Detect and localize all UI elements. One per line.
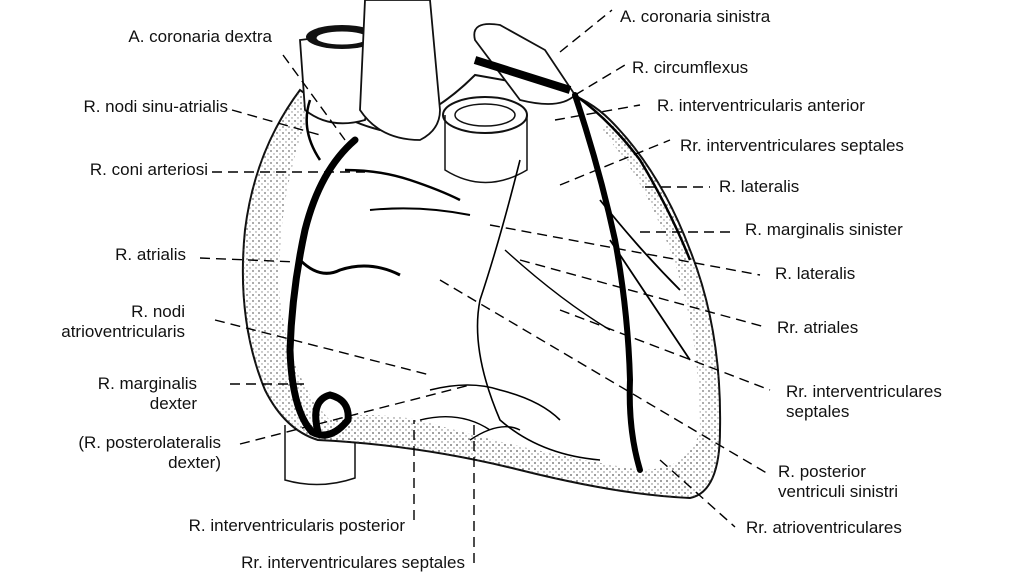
label-text: R. posterior [778,462,898,482]
label-text: (R. posterolateralis [78,433,221,453]
label-text: septales [786,402,942,422]
label-text: dexter [98,394,197,414]
label-rr-atrioventriculares: Rr. atrioventriculares [746,518,902,538]
label-text: A. coronaria dextra [128,27,272,47]
label-text: Rr. atriales [777,318,858,338]
label-a-coronaria-dextra: A. coronaria dextra [128,27,272,47]
label-r-atrialis: R. atrialis [115,245,186,265]
label-text: R. interventricularis posterior [189,516,405,536]
label-text: dexter) [78,453,221,473]
label-r-lateralis-2: R. lateralis [775,264,855,284]
label-text: R. lateralis [719,177,799,197]
label-text: Rr. atrioventriculares [746,518,902,538]
label-r-coni-arteriosi: R. coni arteriosi [90,160,208,180]
label-text: R. marginalis [98,374,197,394]
label-text: R. marginalis sinister [745,220,903,240]
label-text: R. coni arteriosi [90,160,208,180]
label-a-coronaria-sinistra: A. coronaria sinistra [620,7,770,27]
label-text: R. atrialis [115,245,186,265]
label-r-nodi-sinu-atrialis: R. nodi sinu-atrialis [83,97,228,117]
label-r-marginalis-dexter: R. marginalis dexter [98,374,197,414]
label-text: Rr. interventriculares [786,382,942,402]
label-text: R. lateralis [775,264,855,284]
label-text: A. coronaria sinistra [620,7,770,27]
label-text: atrioventricularis [61,322,185,342]
label-rr-atriales: Rr. atriales [777,318,858,338]
label-rr-interventriculares-septales-top: Rr. interventriculares septales [680,136,904,156]
label-r-posterior-ventriculi-sinistri: R. posterior ventriculi sinistri [778,462,898,502]
label-r-nodi-atrioventricularis: R. nodi atrioventricularis [61,302,185,342]
label-text: R. circumflexus [632,58,748,78]
label-text: Rr. interventriculares septales [680,136,904,156]
label-text: ventriculi sinistri [778,482,898,502]
label-r-circumflexus: R. circumflexus [632,58,748,78]
label-r-interventricularis-anterior: R. interventricularis anterior [657,96,865,116]
label-text: Rr. interventriculares septales [241,553,465,573]
label-text: R. nodi [61,302,185,322]
label-rr-interventriculares-septales-right: Rr. interventriculares septales [786,382,942,422]
label-r-lateralis-1: R. lateralis [719,177,799,197]
label-r-interventricularis-posterior: R. interventricularis posterior [189,516,405,536]
label-r-marginalis-sinister: R. marginalis sinister [745,220,903,240]
label-text: R. nodi sinu-atrialis [83,97,228,117]
aorta [360,0,440,140]
label-text: R. interventricularis anterior [657,96,865,116]
label-rr-interventriculares-septales-bottom: Rr. interventriculares septales [241,553,465,573]
label-r-posterolateralis-dexter: (R. posterolateralis dexter) [78,433,221,473]
